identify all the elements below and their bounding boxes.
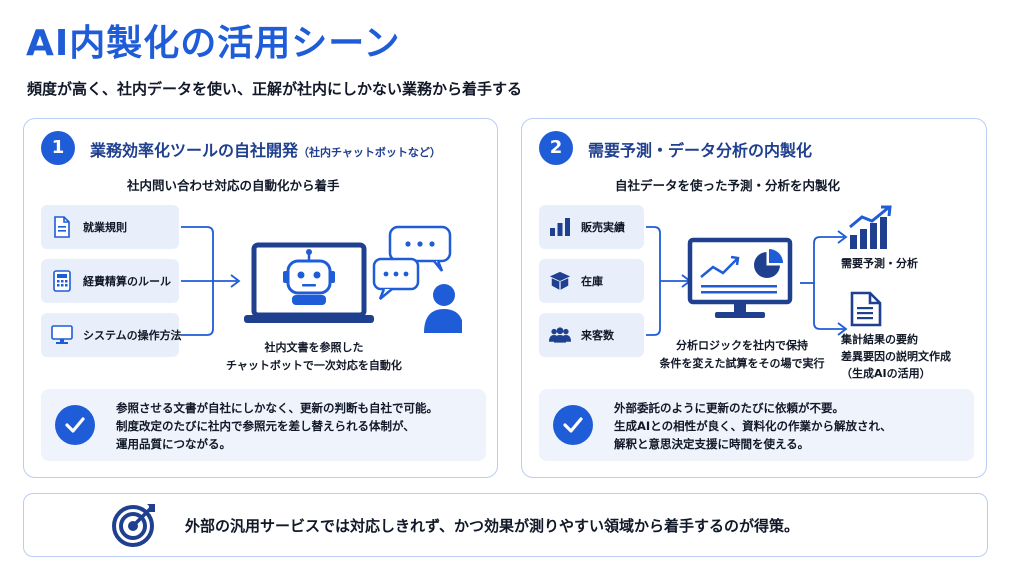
benefit-line: 解釈と意思決定支援に時間を使える。 — [614, 437, 810, 451]
center-note: 社内文書を参照した チャットボットで一次対応を自動化 — [214, 339, 414, 375]
source-item-sales: 販売実績 — [539, 205, 644, 249]
benefit-line: 参照させる文書が自社にしかなく、更新の判断も自社で可能。 — [116, 401, 438, 415]
panel-chatbot: 1 業務効率化ツールの自社開発（社内チャットボットなど） 社内問い合わせ対応の自… — [23, 118, 498, 478]
monitor-icon — [51, 323, 73, 347]
page-subtitle: 頻度が高く、社内データを使い、正解が社内にしかない業務から着手する — [27, 80, 523, 98]
benefit-line: 運用品質につながる。 — [116, 437, 231, 451]
panel-title-main: 業務効率化ツールの自社開発 — [90, 141, 299, 160]
check-icon — [553, 405, 593, 445]
benefit-line: 制度改定のたびに社内で参照元を差し替えられる体制が、 — [116, 419, 415, 433]
output-forecast: 需要予測・分析 — [841, 257, 918, 270]
output-summary-line: 差異要因の説明文作成 — [841, 350, 951, 363]
panel-number: 1 — [41, 131, 75, 165]
source-item-label: 販売実績 — [581, 221, 625, 234]
check-icon — [55, 405, 95, 445]
branch-arrow — [800, 230, 848, 336]
source-item-inventory: 在庫 — [539, 259, 644, 303]
output-summary-line: （生成AIの活用） — [841, 367, 931, 380]
benefit-text: 外部委託のように更新のたびに依頼が不要。 生成AIとの相性が良く、資料化の作業か… — [614, 399, 892, 453]
benefit-line: 生成AIとの相性が良く、資料化の作業から解放され、 — [614, 419, 892, 433]
benefit-box: 参照させる文書が自社にしかなく、更新の判断も自社で可能。 制度改定のたびに社内で… — [41, 389, 486, 461]
center-note-line: 分析ロジックを社内で保持 — [676, 339, 808, 352]
chat-user-icon — [372, 225, 462, 333]
center-note-line: 条件を変えた試算をその場で実行 — [659, 357, 825, 370]
center-note-line: 社内文書を参照した — [264, 341, 364, 354]
panel-lead: 自社データを使った予測・分析を内製化 — [615, 178, 841, 193]
panel-title-note: （社内チャットボットなど） — [298, 146, 441, 159]
footer-text: 外部の汎用サービスでは対応しきれず、かつ効果が測りやすい領域から着手するのが得策… — [185, 517, 799, 535]
source-item-visitors: 来客数 — [539, 313, 644, 357]
document-icon — [51, 215, 73, 239]
panel-title: 業務効率化ツールの自社開発（社内チャットボットなど） — [90, 137, 441, 161]
source-item-label: 経費精算のルール — [83, 275, 171, 288]
benefit-box: 外部委託のように更新のたびに依頼が不要。 生成AIとの相性が良く、資料化の作業か… — [539, 389, 974, 461]
people-icon — [549, 323, 571, 347]
panel-number: 2 — [539, 131, 573, 165]
report-document-icon — [850, 291, 882, 327]
footer-banner: 外部の汎用サービスでは対応しきれず、かつ効果が測りやすい領域から着手するのが得策… — [23, 493, 988, 557]
growth-chart-icon — [849, 205, 892, 249]
output-summary: 集計結果の要約 差異要因の説明文作成 （生成AIの活用） — [841, 331, 951, 382]
center-note: 分析ロジックを社内で保持 条件を変えた試算をその場で実行 — [642, 337, 842, 373]
monitor-analytics-icon — [687, 237, 793, 318]
source-item-rules: 就業規則 — [41, 205, 179, 249]
source-item-label: 就業規則 — [83, 221, 127, 234]
center-note-line: チャットボットで一次対応を自動化 — [226, 359, 402, 372]
source-item-expense: 経費精算のルール — [41, 259, 179, 303]
panel-analysis: 2 需要予測・データ分析の内製化 自社データを使った予測・分析を内製化 販売実績… — [521, 118, 987, 478]
source-item-system: システムの操作方法 — [41, 313, 182, 357]
source-item-label: 在庫 — [581, 275, 603, 288]
panel-lead: 社内問い合わせ対応の自動化から着手 — [127, 178, 340, 193]
panel-title: 需要予測・データ分析の内製化 — [588, 141, 813, 160]
source-item-label: システムの操作方法 — [83, 329, 182, 342]
output-summary-line: 集計結果の要約 — [841, 333, 918, 346]
page-title: AI内製化の活用シーン — [26, 23, 401, 64]
benefit-text: 参照させる文書が自社にしかなく、更新の判断も自社で可能。 制度改定のたびに社内で… — [116, 399, 438, 453]
merge-arrow — [181, 226, 241, 336]
source-item-label: 来客数 — [581, 329, 614, 342]
box-icon — [549, 269, 571, 293]
target-icon — [111, 502, 157, 548]
bar-chart-icon — [549, 215, 571, 239]
benefit-line: 外部委託のように更新のたびに依頼が不要。 — [614, 401, 844, 415]
calculator-icon — [51, 269, 73, 293]
laptop-robot-icon — [244, 242, 374, 323]
